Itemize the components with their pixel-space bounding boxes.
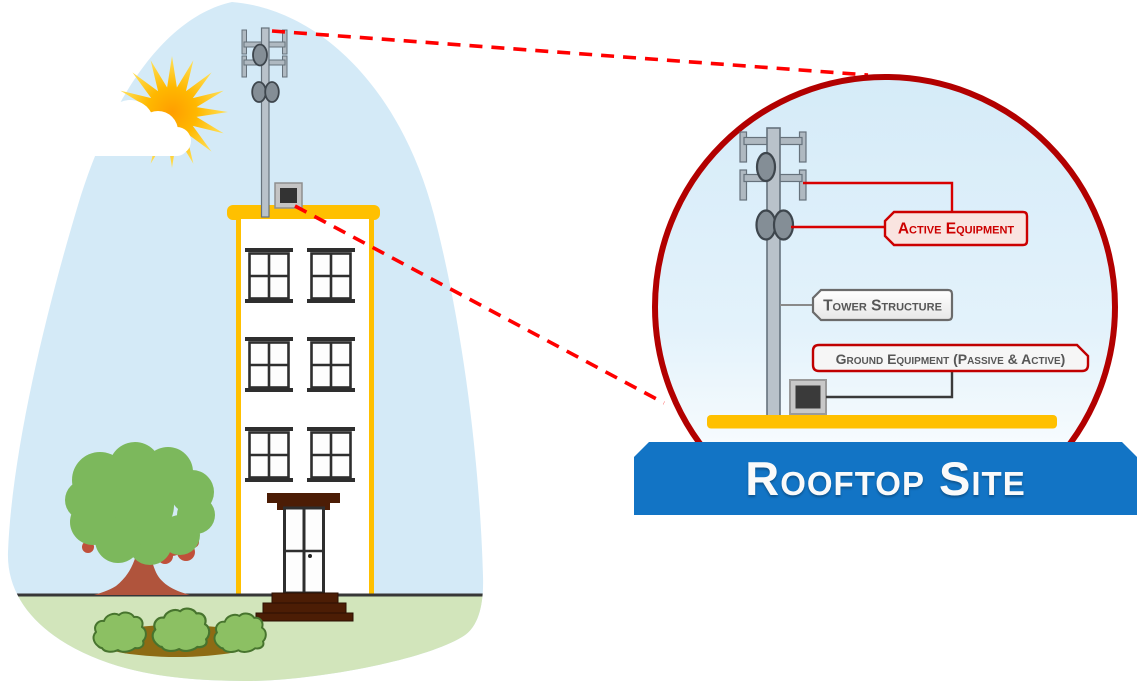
dashed-line-top (271, 29, 869, 77)
ground-equipment-box-icon (789, 379, 827, 415)
active-equipment-callout (883, 210, 1029, 247)
building-edge-right (369, 219, 374, 596)
tree-trunk (94, 540, 190, 595)
window-icon (243, 425, 295, 484)
window-icon (243, 335, 295, 394)
window-icon (305, 425, 357, 484)
building-icon (227, 205, 380, 596)
magnifier-callout-lines (271, 29, 869, 405)
ground-equipment-label: Ground Equipment (Passive & Active) (836, 351, 1066, 367)
antenna-icon (251, 43, 280, 103)
connector-active-equipment-top (803, 181, 954, 213)
active-equipment-label: Active Equipment (898, 221, 1015, 238)
tower-mast (260, 27, 270, 218)
cell-tower-icon (241, 27, 288, 218)
antenna-icon (755, 151, 795, 241)
rooftop-site-banner: Rooftop Site (634, 442, 1137, 515)
rooftop-equipment-box-icon (274, 182, 303, 209)
cloud-icon (54, 100, 191, 160)
window-icon (305, 335, 357, 394)
magnified-rooftop-view: Active Equipment Tower Structure Ground … (652, 74, 1118, 515)
window-icon (243, 246, 295, 305)
horizon-line (7, 593, 484, 597)
building-edge-left (236, 219, 241, 596)
connector-ground-equipment (826, 371, 954, 399)
left-scene (7, 2, 869, 681)
tower-structure-label: Tower Structure (823, 298, 942, 315)
banner-title: Rooftop Site (745, 452, 1026, 505)
dashed-line-bottom (294, 204, 665, 405)
window-icon (305, 246, 357, 305)
door-icon (267, 493, 340, 595)
cell-tower-icon (739, 127, 807, 419)
tower-structure-callout (811, 288, 954, 322)
rooftop-slab (707, 415, 1057, 429)
ground-equipment-callout (811, 343, 1090, 373)
tree-icon (65, 442, 215, 595)
